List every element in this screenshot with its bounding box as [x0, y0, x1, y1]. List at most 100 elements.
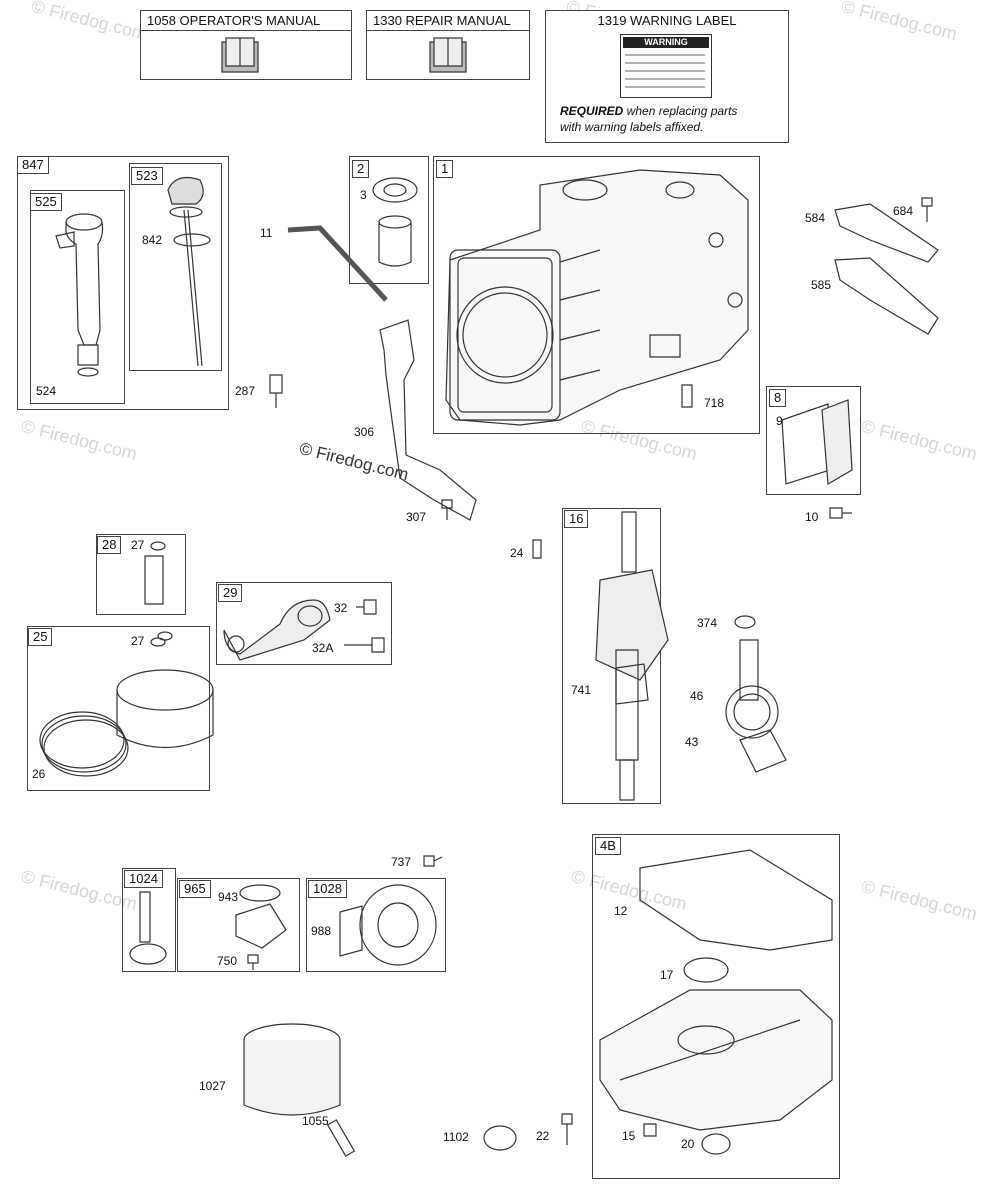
air-guide-shroud — [380, 320, 476, 520]
group-box-29 — [216, 582, 392, 665]
group-box-965 — [177, 878, 300, 972]
gasket — [835, 258, 938, 334]
group-box-25 — [27, 626, 210, 791]
part-label-27-lower: 27 — [131, 634, 145, 648]
required-note-line1: REQUIRED when replacing parts — [560, 104, 738, 118]
part-label-718: 718 — [704, 396, 725, 410]
cylinder-block — [446, 170, 748, 425]
warning-label-box: 1319 WARNING LABEL — [545, 10, 789, 143]
part-label-287: 287 — [235, 384, 256, 398]
part-label-750: 750 — [217, 954, 238, 968]
retainer-ring — [158, 632, 172, 640]
group-label-8: 8 — [769, 389, 787, 407]
rod-bolt — [344, 638, 384, 652]
screw — [830, 508, 852, 518]
part-label-12: 12 — [614, 904, 628, 918]
oil-pump-shaft — [130, 892, 166, 964]
group-box-1024 — [122, 868, 176, 972]
group-box-525 — [30, 190, 125, 404]
book-icon — [222, 38, 258, 72]
cam-gear — [726, 640, 778, 738]
part-label-306: 306 — [354, 425, 375, 439]
warning-label-title: 1319 WARNING LABEL — [597, 13, 737, 28]
connecting-rod — [224, 600, 330, 660]
screw — [562, 1114, 572, 1145]
part-label-3: 3 — [360, 188, 367, 202]
group-box-16 — [562, 508, 661, 804]
part-label-741: 741 — [571, 683, 592, 697]
gasket — [835, 204, 938, 262]
group-label-25: 25 — [28, 628, 53, 646]
part-label-585: 585 — [811, 278, 832, 292]
part-label-26: 26 — [32, 767, 46, 781]
part-label-43: 43 — [685, 735, 699, 749]
oil-seal — [684, 958, 728, 982]
group-label-965: 965 — [179, 880, 211, 898]
part-label-17: 17 — [660, 968, 674, 982]
group-box-8 — [766, 386, 861, 495]
group-box-2 — [349, 156, 429, 284]
group-box-847 — [17, 156, 229, 410]
group-label-1024: 1024 — [124, 870, 163, 888]
dipstick-tube — [56, 214, 103, 376]
group-label-1: 1 — [436, 160, 454, 178]
breather-cover — [822, 400, 852, 484]
part-label-1055: 1055 — [302, 1114, 329, 1128]
part-label-988: 988 — [311, 924, 332, 938]
book-icon — [430, 38, 466, 72]
part-label-11: 11 — [260, 226, 273, 240]
part-label-584: 584 — [805, 211, 826, 225]
part-label-374: 374 — [697, 616, 718, 630]
part-label-524: 524 — [36, 384, 57, 398]
piston-pin — [145, 556, 163, 604]
dowel-pin — [533, 540, 541, 558]
retainer-ring — [151, 638, 165, 646]
dowel-pin — [682, 385, 692, 407]
part-label-9: 9 — [776, 414, 783, 428]
part-label-46: 46 — [690, 689, 704, 703]
fitting — [328, 1120, 355, 1156]
part-label-684: 684 — [893, 204, 914, 218]
required-note-line2: with warning labels affixed. — [560, 120, 704, 134]
dipstick — [168, 178, 210, 366]
oil-seal — [702, 1134, 730, 1154]
part-label-20: 20 — [681, 1137, 695, 1151]
oil-filter — [244, 1024, 340, 1115]
group-box-1028 — [306, 878, 446, 972]
group-label-523: 523 — [131, 167, 163, 185]
group-label-2: 2 — [352, 160, 370, 178]
group-box-28 — [96, 534, 186, 615]
retainer-ring — [151, 542, 165, 550]
part-label-943: 943 — [218, 890, 239, 904]
part-label-32a: 32A — [312, 641, 334, 655]
group-box-1 — [433, 156, 760, 434]
seal — [373, 178, 417, 202]
piston-rings — [40, 712, 128, 776]
bolt — [922, 198, 932, 222]
breather-tube — [288, 228, 386, 300]
drain-plug — [644, 1124, 656, 1136]
group-label-847: 847 — [17, 156, 49, 174]
sump — [600, 990, 832, 1130]
part-label-15: 15 — [622, 1129, 636, 1143]
washer — [735, 616, 755, 628]
group-label-1028: 1028 — [308, 880, 347, 898]
sump-gasket — [640, 850, 832, 950]
part-label-32: 32 — [334, 601, 348, 615]
group-label-525: 525 — [30, 193, 62, 211]
screw — [424, 856, 442, 866]
o-ring — [240, 885, 280, 901]
group-box-4b — [592, 834, 840, 1179]
part-label-307: 307 — [406, 510, 427, 524]
stud — [270, 375, 282, 408]
piston — [117, 670, 213, 748]
warning-decal-lines — [625, 55, 705, 87]
part-label-1027: 1027 — [199, 1079, 226, 1093]
part-label-10: 10 — [805, 510, 819, 524]
group-label-16: 16 — [564, 510, 589, 528]
bushing — [379, 216, 411, 266]
group-label-4b: 4B — [595, 837, 621, 855]
repair-manual-title: 1330 REPAIR MANUAL — [367, 11, 529, 31]
